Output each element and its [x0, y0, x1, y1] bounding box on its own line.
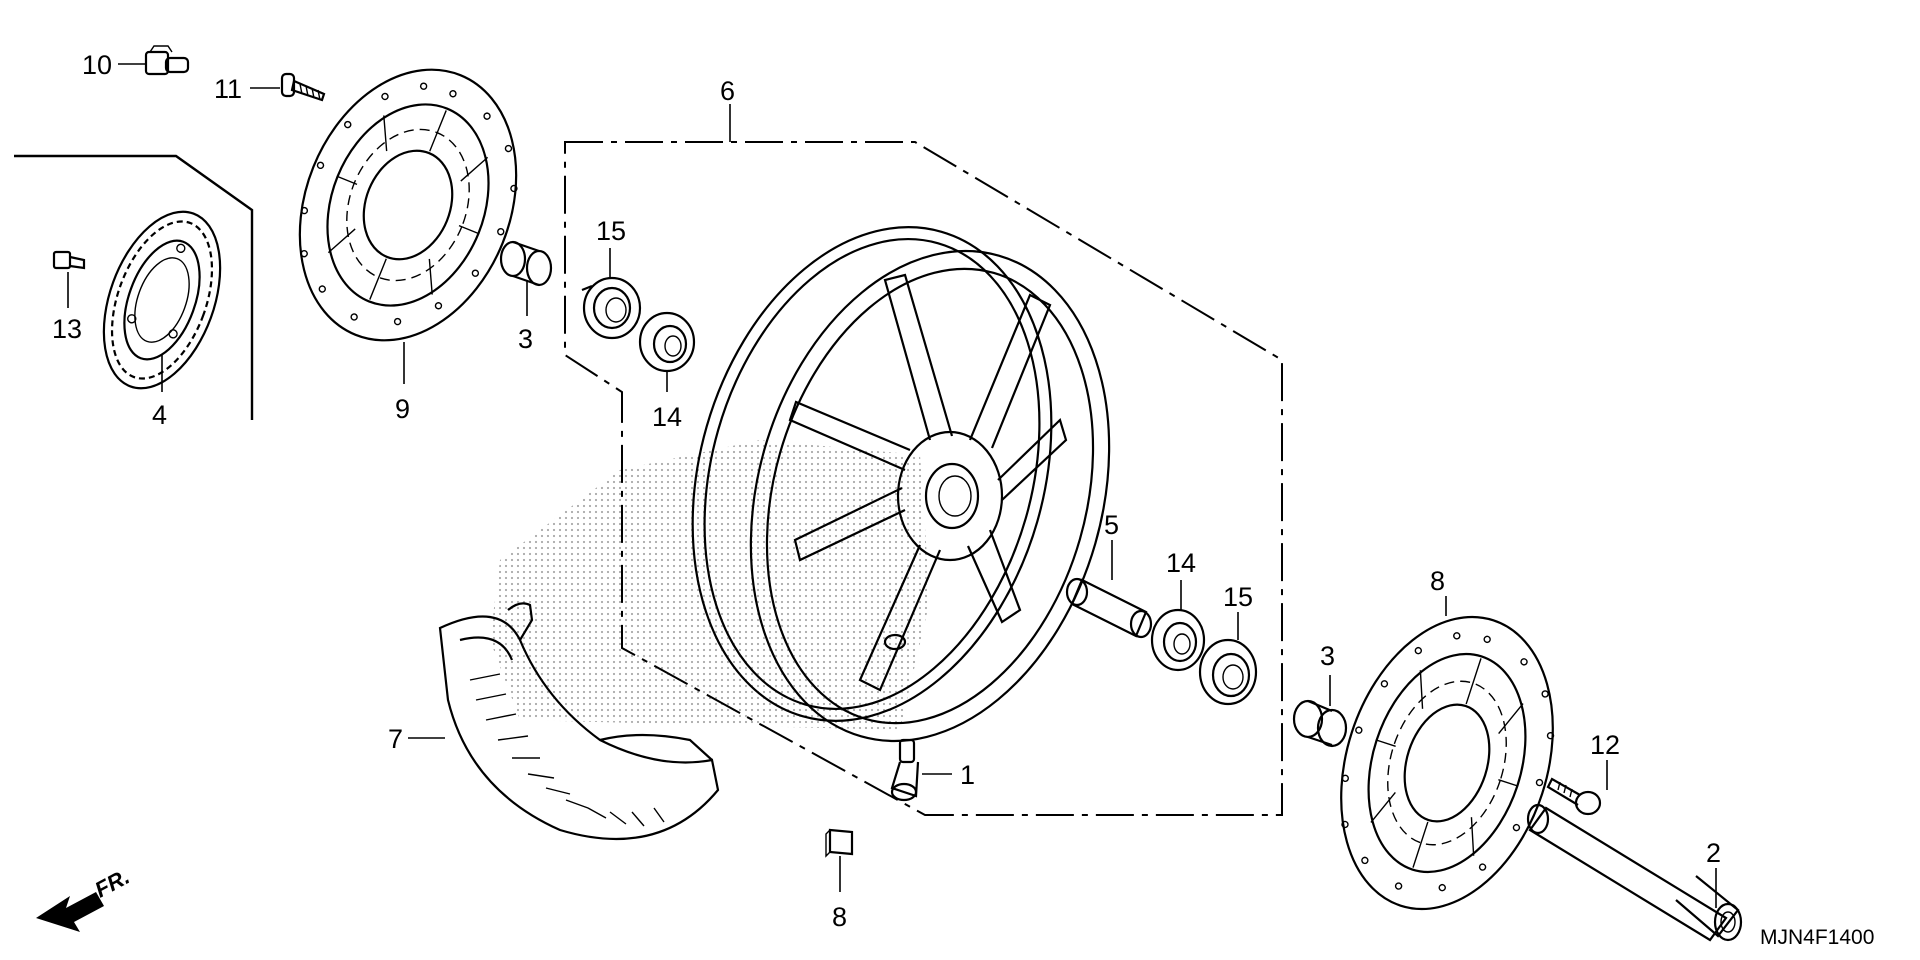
- valve-stem-1: [890, 738, 920, 802]
- bolt-12-right: [1546, 777, 1602, 816]
- front-axle-2: [1526, 803, 1743, 942]
- diagram-code: MJN4F1400: [1760, 926, 1874, 949]
- screw-13: [52, 250, 86, 270]
- brake-disc-9: [298, 68, 518, 342]
- pulser-ring-4: [102, 210, 222, 390]
- callout-10: 8: [1430, 566, 1445, 596]
- callout-14-left: 14: [652, 402, 682, 432]
- callout-7: 7: [388, 724, 403, 754]
- tire-7: [438, 602, 720, 841]
- brake-disc-10: [1340, 615, 1555, 911]
- callout-15-right: 15: [1223, 582, 1253, 612]
- collar-3-left: [499, 240, 553, 287]
- bearing-14-right: [1150, 608, 1206, 672]
- callout-2: 2: [1706, 838, 1721, 868]
- distance-collar-5: [1065, 577, 1153, 639]
- callout-15-left: 15: [596, 216, 626, 246]
- callout-1: 1: [960, 760, 975, 790]
- bearing-15-left: [581, 276, 642, 340]
- bolt-12-top: [280, 72, 326, 102]
- wheel-assembly-frame: [564, 141, 1283, 816]
- callout-5: 5: [1104, 510, 1119, 540]
- callout-12-right: 12: [1590, 730, 1620, 760]
- bearing-15-right: [1198, 638, 1258, 706]
- bolt-11: [144, 45, 190, 76]
- front-direction-indicator: FR.: [36, 864, 134, 932]
- cast-wheel-6: [691, 226, 1111, 743]
- callout-14-right: 14: [1166, 548, 1196, 578]
- callout-13: 13: [52, 314, 82, 344]
- bearing-14-left: [638, 311, 696, 373]
- callout-4: 4: [152, 400, 167, 430]
- collar-3-right: [1292, 699, 1348, 748]
- callout-3-right: 3: [1320, 641, 1335, 671]
- callout-11: 10: [82, 50, 112, 80]
- front-arrow-icon: [36, 892, 104, 932]
- callout-6: 6: [720, 76, 735, 106]
- balance-weight-8: [825, 828, 854, 858]
- callout-12-top: 11: [214, 74, 242, 104]
- sensor-ring-bracket: [14, 154, 254, 420]
- callout-8: 8: [832, 902, 847, 932]
- callout-9: 9: [395, 394, 410, 424]
- callout-3-left: 3: [518, 324, 533, 354]
